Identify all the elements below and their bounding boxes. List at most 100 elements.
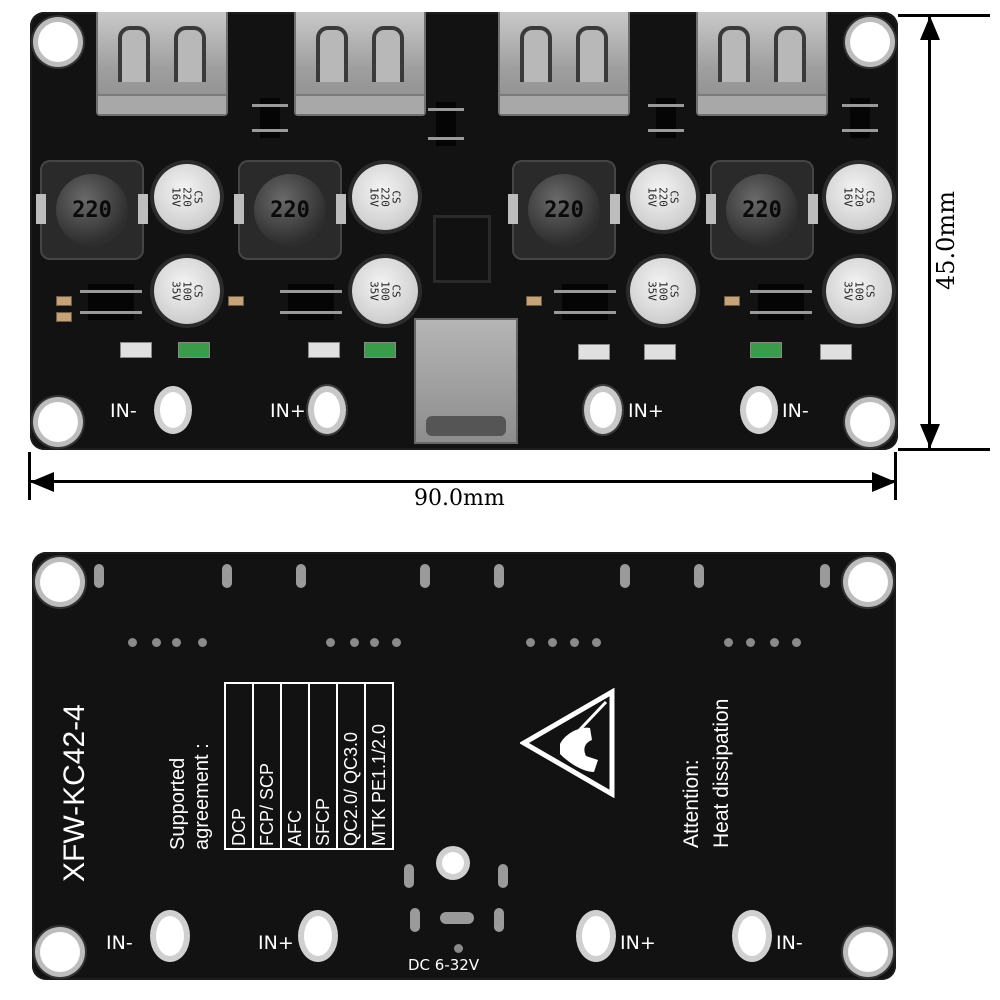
solder-slot [420, 564, 430, 588]
pcb-bottom-board: XFW-KC42-4 Supported agreement : DCP FCP… [32, 552, 896, 980]
height-dimension-text: 45.0mm [932, 191, 960, 290]
solder-slot [94, 564, 104, 588]
via [128, 638, 137, 647]
small-chip [842, 98, 878, 138]
inductor-4: 220 [706, 160, 818, 260]
protocol-row: QC2.0/ QC3.0 [338, 684, 366, 848]
input-pad [746, 392, 772, 428]
capacitor-220-16v: CS 220 16V [154, 164, 220, 230]
pin-label-in-minus: IN- [106, 932, 133, 954]
input-pad [590, 392, 616, 428]
usb-port-1 [96, 12, 228, 116]
input-pad [582, 916, 610, 956]
pin-label-in-minus: IN- [782, 400, 809, 422]
usb-port-2 [294, 12, 426, 116]
pin-label-in-minus: IN- [110, 400, 137, 422]
led-s [750, 342, 782, 358]
dim-tick-right [894, 452, 897, 500]
pin-label-in-plus: IN+ [258, 932, 294, 954]
capacitor-100-35v: CS 100 35V [352, 258, 418, 324]
input-pad [156, 916, 184, 956]
via [770, 638, 779, 647]
via [350, 638, 359, 647]
protocol-row: DCP [226, 684, 254, 848]
small-chip [648, 98, 684, 138]
usb-type-c-port [414, 318, 518, 444]
arrow-up-icon [920, 16, 940, 40]
inductor-1: 220 [36, 160, 148, 260]
input-pad [160, 392, 186, 428]
solder-slot [498, 864, 508, 888]
small-chip [252, 98, 288, 138]
model-name: XFW-KC42-4 [58, 704, 91, 882]
via [392, 638, 401, 647]
via [792, 638, 801, 647]
supported-title: Supported agreement : [167, 743, 213, 850]
input-pad [314, 392, 340, 428]
led [820, 344, 852, 360]
solder-slot [620, 564, 630, 588]
mount-hole-bottom-right [850, 402, 890, 442]
inductor-3: 220 [508, 160, 620, 260]
via [548, 638, 557, 647]
led-s [364, 342, 396, 358]
center-pad [442, 852, 464, 874]
input-pad [738, 916, 766, 956]
inductor-label: 220 [528, 174, 600, 246]
smd-resistor [56, 296, 72, 306]
input-pad [304, 916, 332, 956]
dim-tick-bottom [898, 448, 990, 451]
protocol-row: SFCP [310, 684, 338, 848]
usb-port-4 [696, 12, 828, 116]
via [570, 638, 579, 647]
solder-slot [296, 564, 306, 588]
protocol-row: FCP/ SCP [254, 684, 282, 848]
smd-resistor [228, 296, 244, 306]
capacitor-100-35v: CS 100 35V [630, 258, 696, 324]
protocol-row: AFC [282, 684, 310, 848]
mount-hole-top-right [850, 22, 890, 62]
attention-label: Attention: [680, 759, 703, 848]
solder-slot [820, 564, 830, 588]
rectifier-diode [436, 218, 488, 280]
pin-label-in-plus: IN+ [270, 400, 306, 422]
led [644, 344, 676, 360]
mount-hole [848, 932, 888, 972]
dim-line-horizontal [30, 480, 896, 483]
via [198, 638, 207, 647]
capacitor-220-16v: CS 220 16V [826, 164, 892, 230]
smd-resistor [724, 296, 740, 306]
usb-port-3 [498, 12, 630, 116]
esd-warning-icon [520, 688, 615, 798]
solder-slot [410, 908, 420, 932]
solder-slot [494, 908, 504, 932]
controller-ic [80, 284, 142, 320]
smd-resistor [56, 312, 72, 322]
via [454, 944, 463, 953]
solder-slot [494, 564, 504, 588]
attention-detail: Heat dissipation [710, 698, 733, 848]
via [526, 638, 535, 647]
via [724, 638, 733, 647]
pin-label-in-plus: IN+ [628, 400, 664, 422]
capacitor-220-16v: CS 220 16V [630, 164, 696, 230]
via [746, 638, 755, 647]
via [326, 638, 335, 647]
pin-label-in-minus: IN- [776, 932, 803, 954]
led [308, 342, 340, 358]
mount-hole-bottom-left [38, 402, 78, 442]
dim-tick-left [28, 452, 31, 500]
solder-slot [404, 864, 414, 888]
via [370, 638, 379, 647]
mount-hole-top-left [38, 22, 78, 62]
via [152, 638, 161, 647]
mount-hole [848, 562, 888, 602]
arrow-right-icon [872, 472, 896, 492]
inductor-2: 220 [234, 160, 346, 260]
small-chip [428, 102, 464, 146]
via [592, 638, 601, 647]
capacitor-100-35v: CS 100 35V [826, 258, 892, 324]
controller-ic [554, 284, 616, 320]
inductor-label: 220 [726, 174, 798, 246]
mount-hole [40, 932, 80, 972]
